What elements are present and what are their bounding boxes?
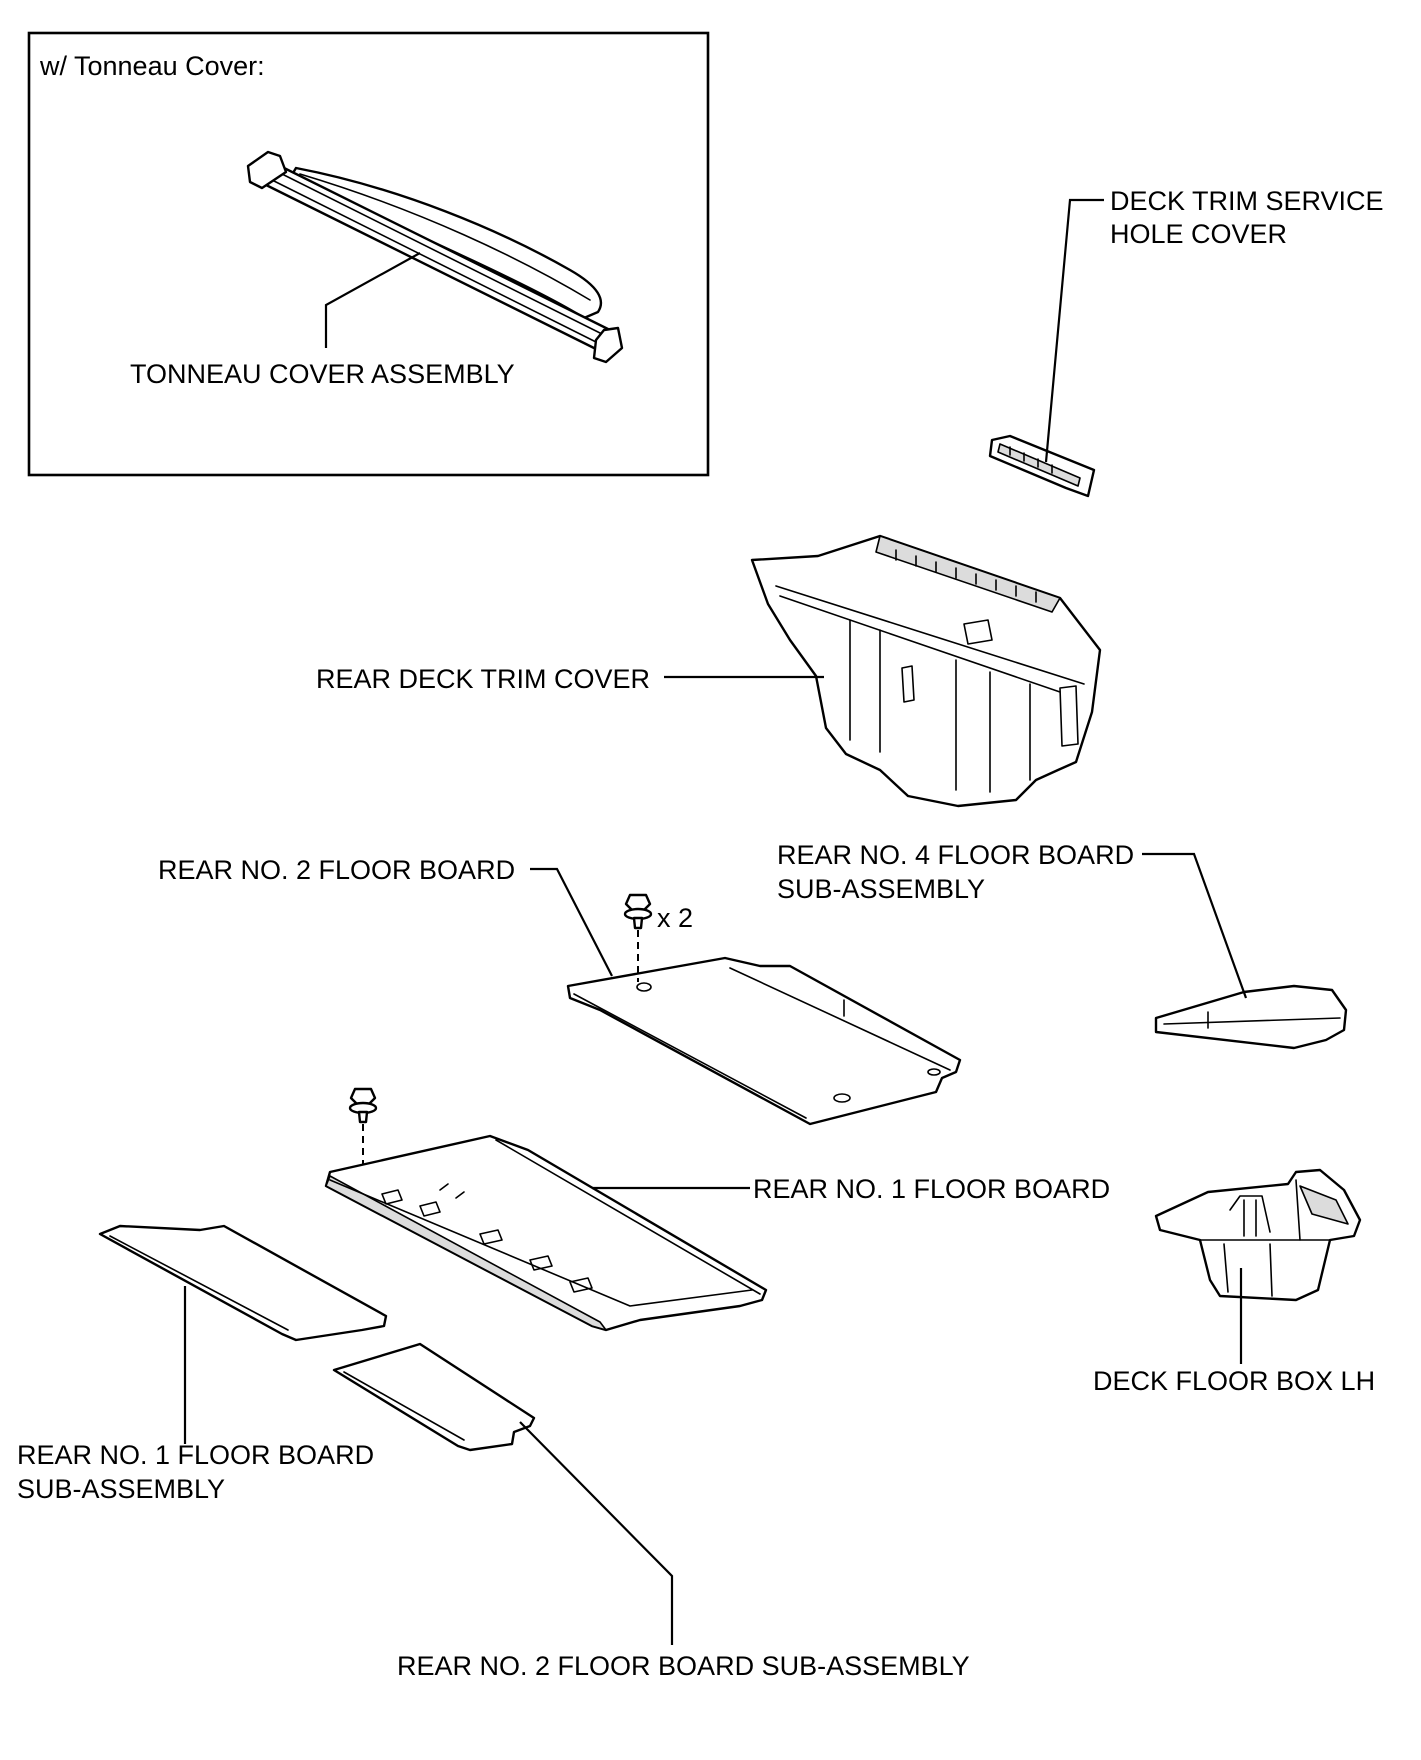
rear-no1-floor-board-subassembly — [98, 1224, 388, 1342]
rear-no2-floor-board-subassembly — [332, 1342, 536, 1452]
rear-deck-trim-label: REAR DECK TRIM COVER — [316, 664, 650, 694]
tonneau-cover-assembly — [246, 150, 624, 364]
no2-subassembly-leader — [519, 1421, 674, 1645]
no4-floor-board-label-line2: SUB-ASSEMBLY — [777, 874, 985, 904]
tonneau-inset: w/ Tonneau Cover: TONNEAU COVER ASSEMBLY — [27, 31, 710, 477]
no4-floor-board-label-line1: REAR NO. 4 FLOOR BOARD — [777, 840, 1134, 870]
no2-subassembly-label: REAR NO. 2 FLOOR BOARD SUB-ASSEMBLY — [397, 1651, 970, 1681]
no4-floor-board-leader — [1142, 852, 1248, 999]
rear-no1-floor-board — [324, 1134, 768, 1332]
hole-cover-leader — [1044, 198, 1104, 463]
deck-trim-service-hole-cover — [988, 434, 1096, 498]
rear-no4-floor-board-subassembly — [1154, 984, 1348, 1050]
no1-subassembly-label-line2: SUB-ASSEMBLY — [17, 1474, 225, 1504]
inset-title: w/ Tonneau Cover: — [39, 51, 265, 81]
hole-cover-label-line2: HOLE COVER — [1110, 219, 1287, 249]
clip-icon-upper — [623, 893, 653, 930]
rear-no2-floor-board — [566, 956, 962, 1126]
no1-floor-board-label: REAR NO. 1 FLOOR BOARD — [753, 1174, 1110, 1204]
no2-floor-board-label: REAR NO. 2 FLOOR BOARD — [158, 855, 515, 885]
deck-floor-box-label: DECK FLOOR BOX LH — [1093, 1366, 1375, 1396]
fastener-qty: x 2 — [657, 903, 693, 933]
tonneau-cover-label: TONNEAU COVER ASSEMBLY — [130, 359, 515, 389]
inset-frame — [27, 31, 710, 477]
deck-floor-box-lh — [1154, 1168, 1362, 1302]
no1-subassembly-label-line1: REAR NO. 1 FLOOR BOARD — [17, 1440, 374, 1470]
tonneau-leader — [324, 252, 421, 348]
no2-floor-board-leader — [530, 867, 613, 977]
clip-icon-lower — [348, 1087, 378, 1124]
hole-cover-label-line1: DECK TRIM SERVICE — [1110, 186, 1384, 216]
rear-deck-trim-cover — [750, 534, 1102, 808]
